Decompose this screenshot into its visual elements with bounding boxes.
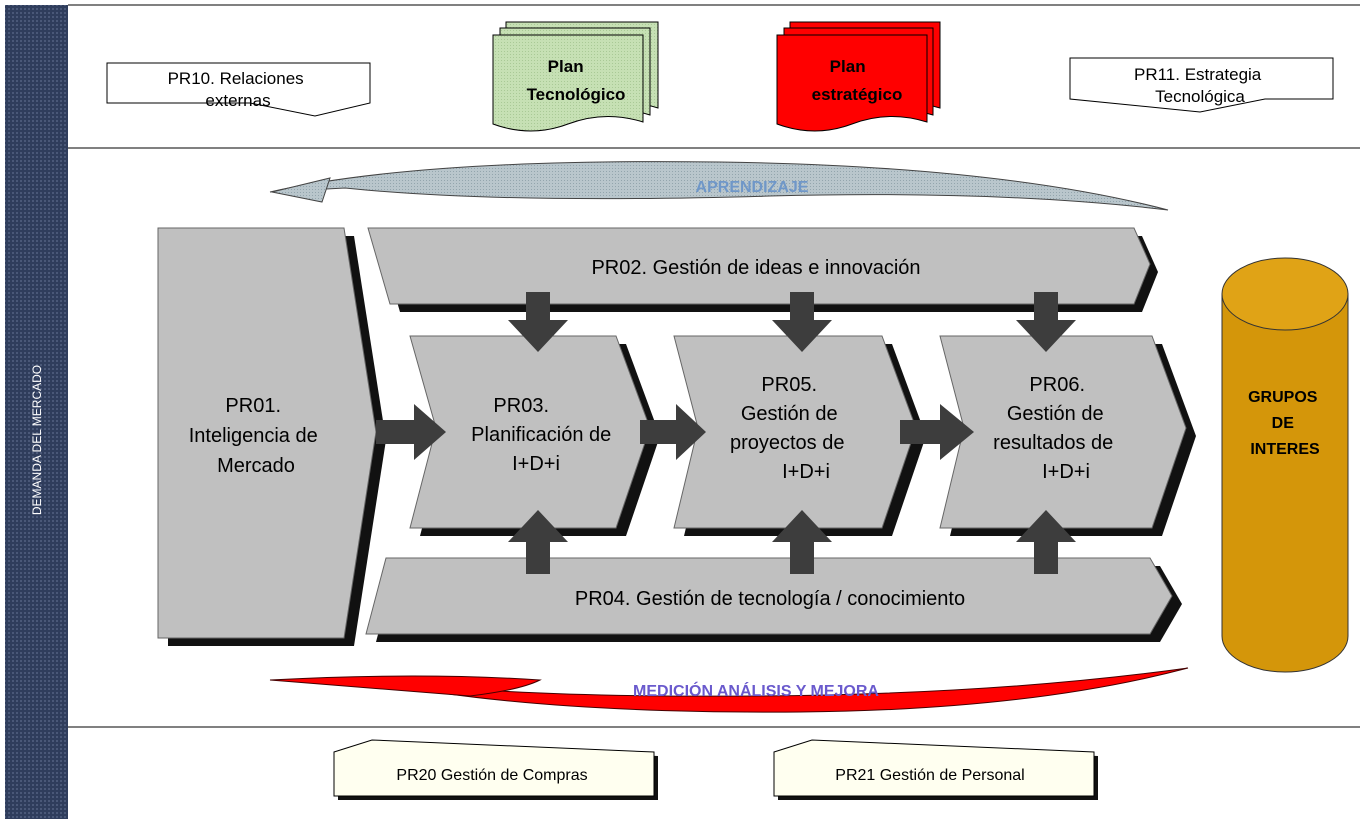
sidebar: DEMANDA DEL MERCADO	[5, 5, 68, 819]
pr02-block: PR02. Gestión de ideas e innovación	[367, 227, 1158, 312]
pr21-box: PR21 Gestión de Personal	[773, 739, 1098, 800]
pr06-line4: I+D+i	[1042, 461, 1090, 483]
pr05-line3: proyectos de	[730, 432, 845, 454]
arrow-down-3	[1016, 292, 1076, 352]
pr05-line4: I+D+i	[782, 461, 830, 483]
arrow-right-2	[640, 404, 706, 460]
arrow-right-3	[900, 404, 974, 460]
svg-text:PR10. Relaciones externa: PR10. Relaciones externas	[168, 69, 309, 110]
grupos-line3: INTERES	[1250, 441, 1320, 458]
aprendizaje-arrow: APRENDIZAJE	[269, 161, 1169, 211]
plan-tecnologico-line2: Tecnológico	[527, 85, 626, 104]
arrow-right-1	[376, 404, 446, 460]
arrow-up-2	[772, 510, 832, 574]
pr01-line2: Inteligencia de	[189, 425, 318, 447]
up-arrows	[508, 510, 1076, 574]
plan-estrategico-line2: estratégico	[812, 85, 903, 104]
pr10-line1: PR10. Relaciones	[168, 69, 304, 88]
pr11-box: PR11. Estrategia Tecnológica	[1069, 57, 1334, 113]
down-arrows	[508, 292, 1076, 352]
pr02-label: PR02. Gestión de ideas e innovación	[591, 257, 920, 279]
svg-text:PR11. Estrategia Tecnoló: PR11. Estrategia Tecnológica	[1134, 65, 1266, 106]
pr04-label: PR04. Gestión de tecnología / conocimien…	[575, 588, 965, 610]
pr01-line1: PR01.	[225, 395, 281, 417]
right-arrows	[376, 404, 974, 460]
arrow-down-1	[508, 292, 568, 352]
pr06-line2: Gestión de	[1007, 403, 1104, 425]
pr11-line2: Tecnológica	[1155, 87, 1245, 106]
pr21-label: PR21 Gestión de Personal	[835, 767, 1024, 784]
svg-text:PR01. Inteligencia de: PR01. Inteligencia de Mercado	[189, 395, 324, 477]
pr01-line3: Mercado	[217, 455, 295, 477]
arrow-up-1	[508, 510, 568, 574]
grupos-line1: GRUPOS	[1248, 389, 1318, 406]
svg-text:Plan estratégico: Plan estratégico	[812, 57, 903, 104]
pr05-line2: Gestión de	[741, 403, 838, 425]
sidebar-label: DEMANDA DEL MERCADO	[30, 365, 44, 515]
pr06-line3: resultados de	[993, 432, 1113, 454]
grupos-line2: DE	[1272, 415, 1295, 432]
plan-estrategico-line1: Plan	[830, 57, 866, 76]
arrow-up-3	[1016, 510, 1076, 574]
pr03-line2: Planificación de	[471, 424, 611, 446]
pr11-line1: PR11. Estrategia	[1134, 65, 1262, 84]
pr10-line2: externas	[205, 91, 270, 110]
svg-text:PR03. Planificación de: PR03. Planificación de I+D+i	[471, 395, 617, 475]
pr04-block: PR04. Gestión de tecnología / conocimien…	[365, 557, 1182, 642]
plan-tecnologico-doc: Plan Tecnológico	[492, 21, 659, 132]
pr03-line1: PR03.	[493, 395, 549, 417]
svg-text:Plan Tecnológico: Plan Tecnológico	[527, 57, 626, 104]
svg-text:GRUPOS DE INTERES: GRUPOS DE INTERES	[1248, 389, 1322, 458]
medicion-label: MEDICIÓN ANÁLISIS Y MEJORA	[633, 681, 879, 700]
pr20-label: PR20 Gestión de Compras	[396, 767, 587, 784]
pr10-box: PR10. Relaciones externas	[106, 62, 371, 117]
svg-text:PR05. Gestión de p: PR05. Gestión de proyectos de I+D+i	[730, 374, 850, 483]
svg-text:PR06. Gestión de r: PR06. Gestión de resultados de I+D+i	[993, 374, 1119, 483]
grupos-cylinder: GRUPOS DE INTERES	[1221, 257, 1349, 673]
arrow-down-2	[772, 292, 832, 352]
plan-tecnologico-line1: Plan	[548, 57, 584, 76]
aprendizaje-label: APRENDIZAJE	[696, 179, 809, 196]
pr06-block: PR06. Gestión de resultados de I+D+i	[939, 335, 1196, 536]
pr05-block: PR05. Gestión de proyectos de I+D+i	[673, 335, 926, 536]
pr05-line1: PR05.	[761, 374, 817, 396]
pr01-block: PR01. Inteligencia de Mercado	[157, 227, 386, 646]
medicion-arrow: MEDICIÓN ANÁLISIS Y MEJORA	[269, 667, 1189, 713]
plan-estrategico-doc: Plan estratégico	[776, 21, 941, 132]
pr03-block: PR03. Planificación de I+D+i	[409, 335, 660, 536]
pr03-line3: I+D+i	[512, 453, 560, 475]
pr06-line1: PR06.	[1029, 374, 1085, 396]
pr20-box: PR20 Gestión de Compras	[333, 739, 658, 800]
